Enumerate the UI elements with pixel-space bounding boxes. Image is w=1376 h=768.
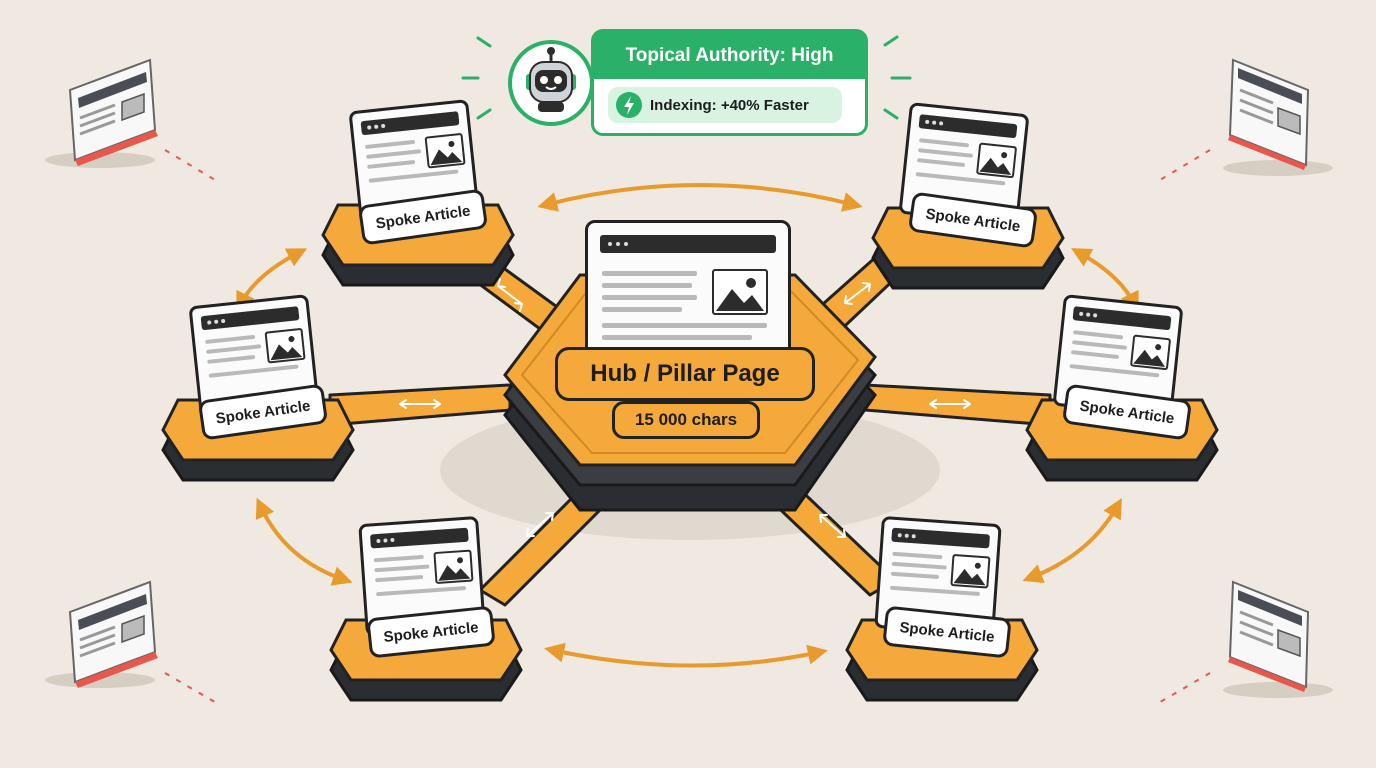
ring-arrow-bottom bbox=[544, 642, 828, 668]
ai-authority-badge: Topical Authority: High Indexing: +40% F… bbox=[591, 29, 868, 136]
ring-arrow-upper-right bbox=[1070, 248, 1139, 313]
spoke-article-top-left[interactable]: Spoke Article bbox=[318, 99, 528, 295]
hub-title: Hub / Pillar Page bbox=[555, 347, 815, 401]
lightning-icon bbox=[616, 92, 642, 118]
hub-page-card bbox=[585, 220, 791, 358]
image-icon bbox=[264, 327, 306, 364]
corner-dashes bbox=[164, 149, 1211, 706]
laptop-icon bbox=[1218, 572, 1333, 698]
double-arrow-icon bbox=[526, 512, 554, 537]
hub-pillar-page[interactable]: Hub / Pillar Page 15 000 chars bbox=[500, 215, 878, 525]
image-icon bbox=[975, 142, 1018, 179]
signal-ticks bbox=[461, 35, 912, 120]
spoke-article-bottom-right[interactable]: Spoke Article bbox=[842, 515, 1052, 710]
ring-arrow-upper-left bbox=[236, 248, 308, 313]
spoke-page-card bbox=[874, 515, 1002, 637]
spoke-article-top-right[interactable]: Spoke Article bbox=[868, 102, 1078, 298]
spoke-page-card bbox=[348, 99, 480, 223]
spoke-article-right[interactable]: Spoke Article bbox=[1022, 294, 1232, 490]
spoke-page-card bbox=[898, 102, 1030, 226]
double-arrow-icon bbox=[819, 514, 846, 538]
robot-icon bbox=[508, 40, 594, 126]
spoke-page-card bbox=[188, 294, 320, 418]
topical-authority-label: Topical Authority: High bbox=[594, 32, 865, 79]
laptop-icon bbox=[40, 50, 158, 168]
beam-double-arrows bbox=[399, 278, 971, 538]
double-arrow-icon bbox=[844, 282, 871, 305]
ring-arrow-top bbox=[537, 183, 863, 212]
indexing-speed-pill: Indexing: +40% Faster bbox=[608, 87, 842, 123]
ring-arrow-lower-right bbox=[1022, 498, 1122, 584]
spoke-page-card bbox=[358, 515, 486, 637]
image-icon bbox=[950, 553, 991, 589]
browser-bar bbox=[600, 235, 776, 253]
image-icon bbox=[712, 269, 768, 315]
laptop-icon bbox=[1218, 50, 1333, 176]
spoke-page-card bbox=[1052, 294, 1184, 418]
double-arrow-icon bbox=[399, 399, 441, 409]
laptop-icon bbox=[40, 572, 158, 688]
image-icon bbox=[433, 549, 474, 585]
double-arrow-icon bbox=[929, 399, 971, 409]
image-icon bbox=[1129, 334, 1172, 371]
hub-char-count: 15 000 chars bbox=[612, 401, 760, 439]
spoke-ring-arrows bbox=[236, 183, 1139, 668]
double-arrow-icon bbox=[497, 278, 523, 312]
spoke-article-left[interactable]: Spoke Article bbox=[158, 294, 368, 490]
ring-arrow-lower-left bbox=[255, 497, 353, 586]
image-icon bbox=[424, 132, 466, 169]
spoke-article-bottom-left[interactable]: Spoke Article bbox=[326, 515, 536, 710]
indexing-label: Indexing: +40% Faster bbox=[650, 96, 809, 114]
